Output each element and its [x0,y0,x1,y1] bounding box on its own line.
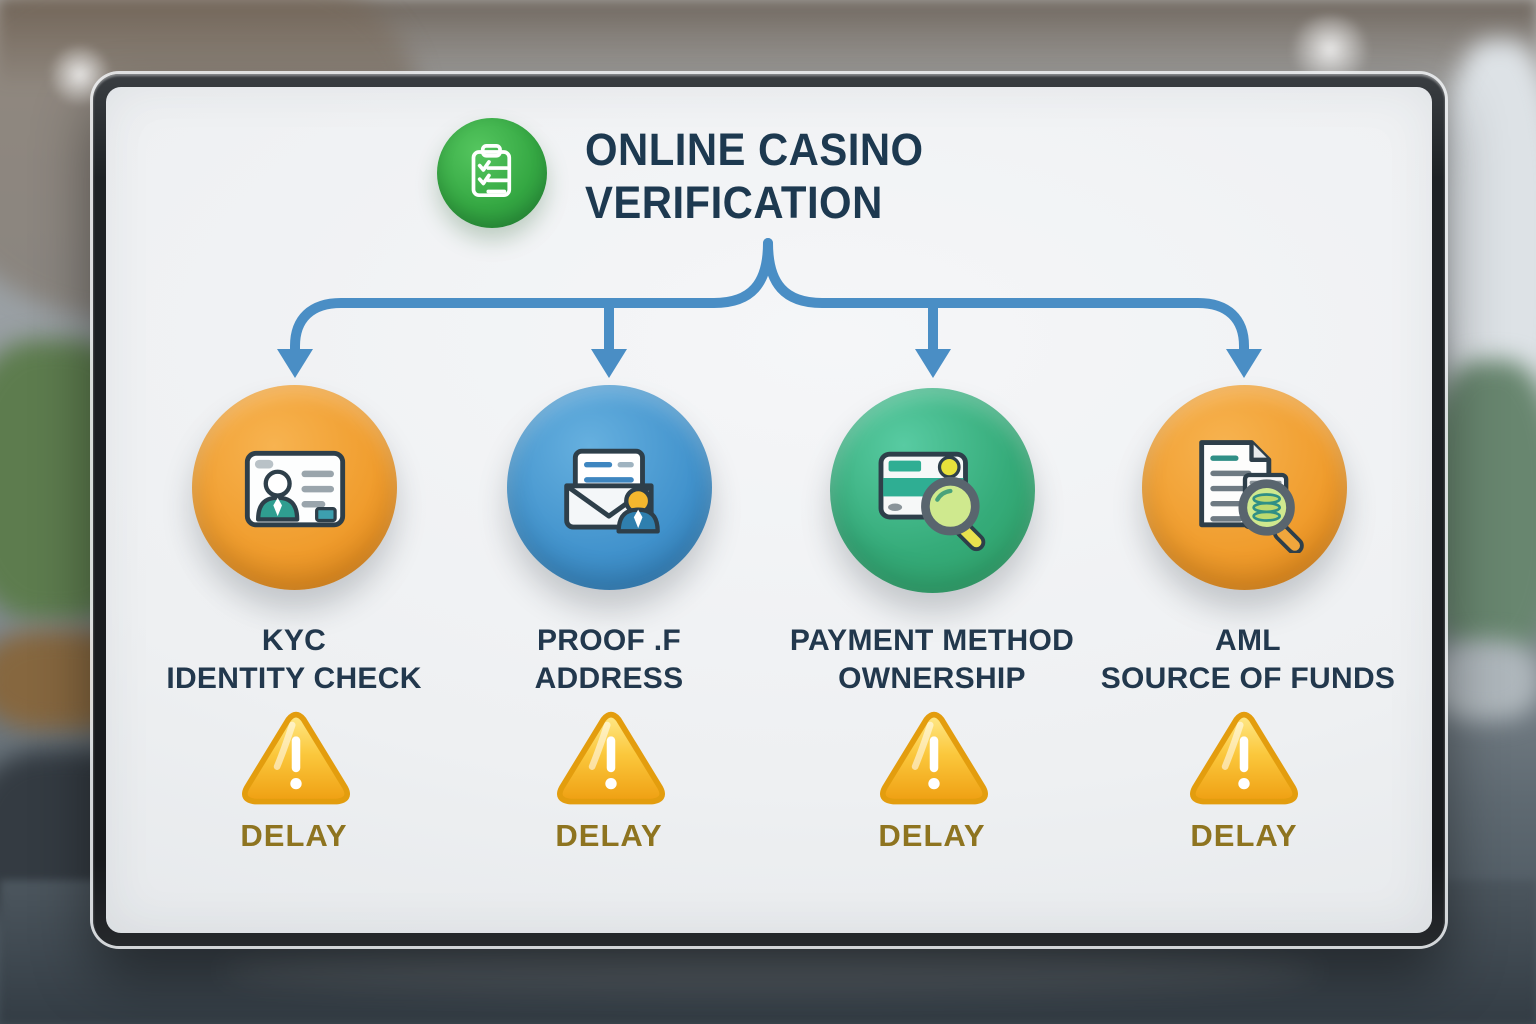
page-title: ONLINE CASINO VERIFICATION [585,124,924,229]
warning-triangle-icon [880,711,988,805]
card-magnifier-icon [878,451,985,551]
label-kyc-line1: KYC [261,624,327,657]
warning-triangle-icon [557,711,665,805]
node-circle-aml [1142,385,1347,590]
floor-reflection [220,948,1320,993]
document-magnifier-icon [1198,439,1304,553]
label-payment-line1: PAYMENT METHOD [789,624,1075,657]
title-line-1: ONLINE CASINO [585,124,924,175]
label-address-line2: ADDRESS [534,661,684,695]
label-aml-line1: AML [1215,624,1281,657]
status-delay-address: DELAY [555,818,663,853]
label-aml: AML SOURCE OF FUNDS [1068,622,1428,697]
node-circle-payment [830,388,1035,593]
warning-triangle-icon [242,711,350,805]
node-circle-address [507,385,712,590]
warning-triangle-icon [1190,711,1298,805]
node-circle-kyc [192,385,397,590]
label-kyc-line2: IDENTITY CHECK [166,661,422,695]
label-payment: PAYMENT METHOD OWNERSHIP [752,622,1112,697]
label-address-line1: PROOF .F [536,624,682,657]
envelope-document-icon [563,448,660,533]
label-aml-line2: SOURCE OF FUNDS [1100,661,1396,695]
ceiling-light-right [1285,15,1375,85]
id-card-icon [244,450,345,527]
checklist-icon [437,118,547,228]
desk-right [1430,640,1536,720]
title-line-2: VERIFICATION [585,176,883,228]
status-delay-kyc: DELAY [240,818,348,853]
label-kyc: KYC IDENTITY CHECK [114,622,474,697]
label-payment-line2: OWNERSHIP [838,661,1026,695]
label-address: PROOF .F ADDRESS [429,622,789,697]
status-delay-aml: DELAY [1190,818,1298,853]
status-delay-payment: DELAY [878,818,986,853]
